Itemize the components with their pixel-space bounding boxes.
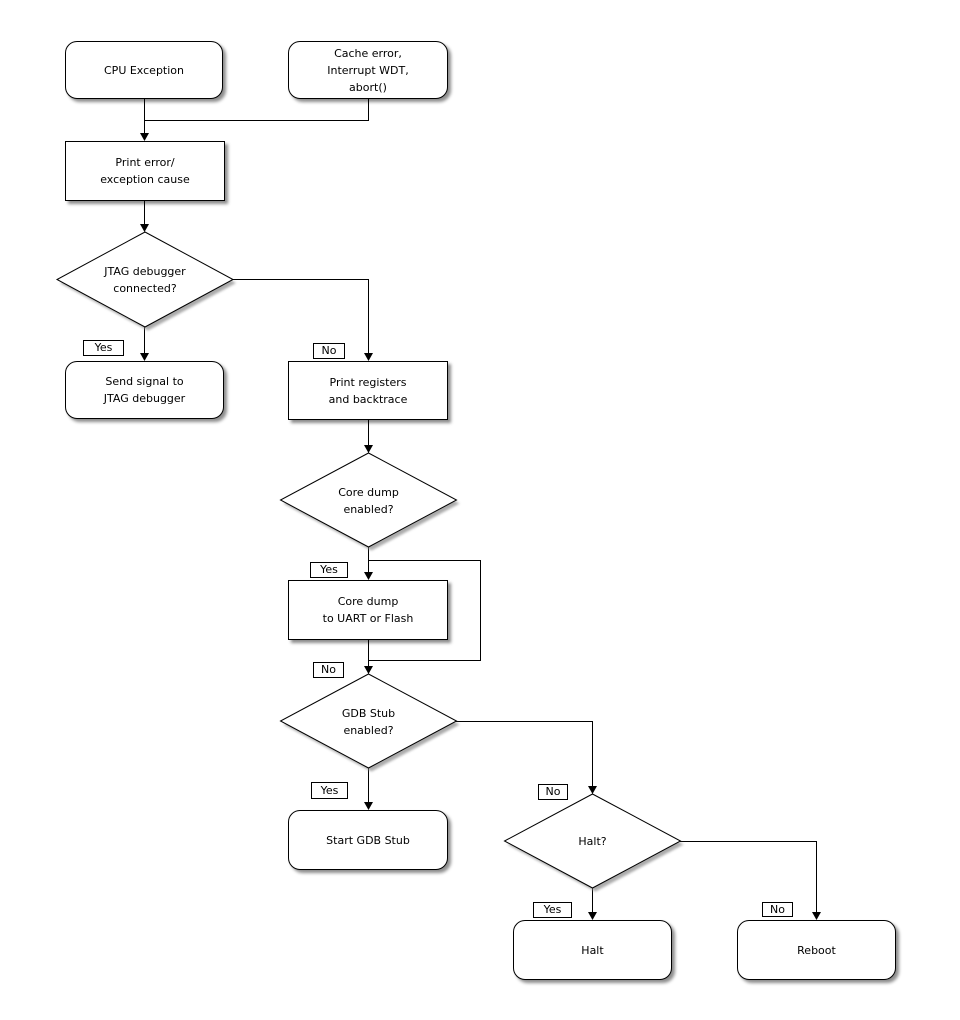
- node-print-error: Print error/ exception cause: [65, 141, 225, 201]
- decision-jtag-connected: [55, 231, 235, 328]
- node-start-gdb-stub: Start GDB Stub: [288, 810, 448, 870]
- node-label: Print error/ exception cause: [100, 156, 190, 186]
- edge-jtag-no-to-print-registers: [233, 279, 369, 359]
- edge-gdb-no-to-halt-question: [456, 721, 593, 792]
- arrowhead: [812, 912, 821, 920]
- node-send-signal: Send signal to JTAG debugger: [65, 361, 224, 419]
- edge-label-gdb-no: No: [538, 784, 568, 800]
- edge-label-jtag-yes: Yes: [83, 340, 124, 356]
- arrowhead: [588, 912, 597, 920]
- edge-label-jtag-no: No: [313, 343, 345, 359]
- arrowhead: [140, 133, 149, 141]
- node-reboot: Reboot: [737, 920, 896, 980]
- arrowhead: [588, 786, 597, 794]
- edge-core-dump-enabled-no-bypass: [368, 560, 481, 661]
- arrowhead: [140, 353, 149, 361]
- arrowhead: [364, 572, 373, 580]
- decision-gdb-stub-enabled: [279, 673, 458, 769]
- node-label: Reboot: [797, 943, 836, 957]
- node-halt: Halt: [513, 920, 672, 980]
- node-cache-error: Cache error, Interrupt WDT, abort(): [288, 41, 448, 99]
- decision-halt-question: [503, 793, 682, 889]
- arrowhead: [364, 802, 373, 810]
- node-print-registers: Print registers and backtrace: [288, 361, 448, 420]
- arrowhead: [364, 445, 373, 453]
- node-cpu-exception: CPU Exception: [65, 41, 223, 99]
- edge-cache-error-to-junction: [144, 99, 369, 121]
- node-label: Start GDB Stub: [326, 833, 410, 847]
- node-label: Print registers and backtrace: [328, 375, 408, 406]
- arrowhead: [364, 666, 373, 674]
- edge-label-halt-no: No: [762, 902, 793, 917]
- node-label: Halt: [581, 943, 604, 957]
- node-label: CPU Exception: [104, 63, 184, 77]
- decision-core-dump-enabled: [279, 452, 458, 548]
- edge-label-core-dump-yes: Yes: [310, 562, 348, 578]
- arrowhead: [140, 224, 149, 232]
- node-label: Send signal to JTAG debugger: [103, 375, 186, 405]
- node-core-dump: Core dump to UART or Flash: [288, 580, 448, 640]
- node-label: Cache error, Interrupt WDT, abort(): [327, 46, 409, 94]
- edge-label-gdb-yes: Yes: [311, 782, 348, 799]
- node-label: Core dump to UART or Flash: [322, 595, 414, 625]
- arrowhead: [364, 353, 373, 361]
- edge-halt-no-to-reboot: [680, 841, 817, 918]
- edge-label-halt-yes: Yes: [533, 902, 572, 918]
- edge-label-core-dump-no: No: [313, 662, 344, 678]
